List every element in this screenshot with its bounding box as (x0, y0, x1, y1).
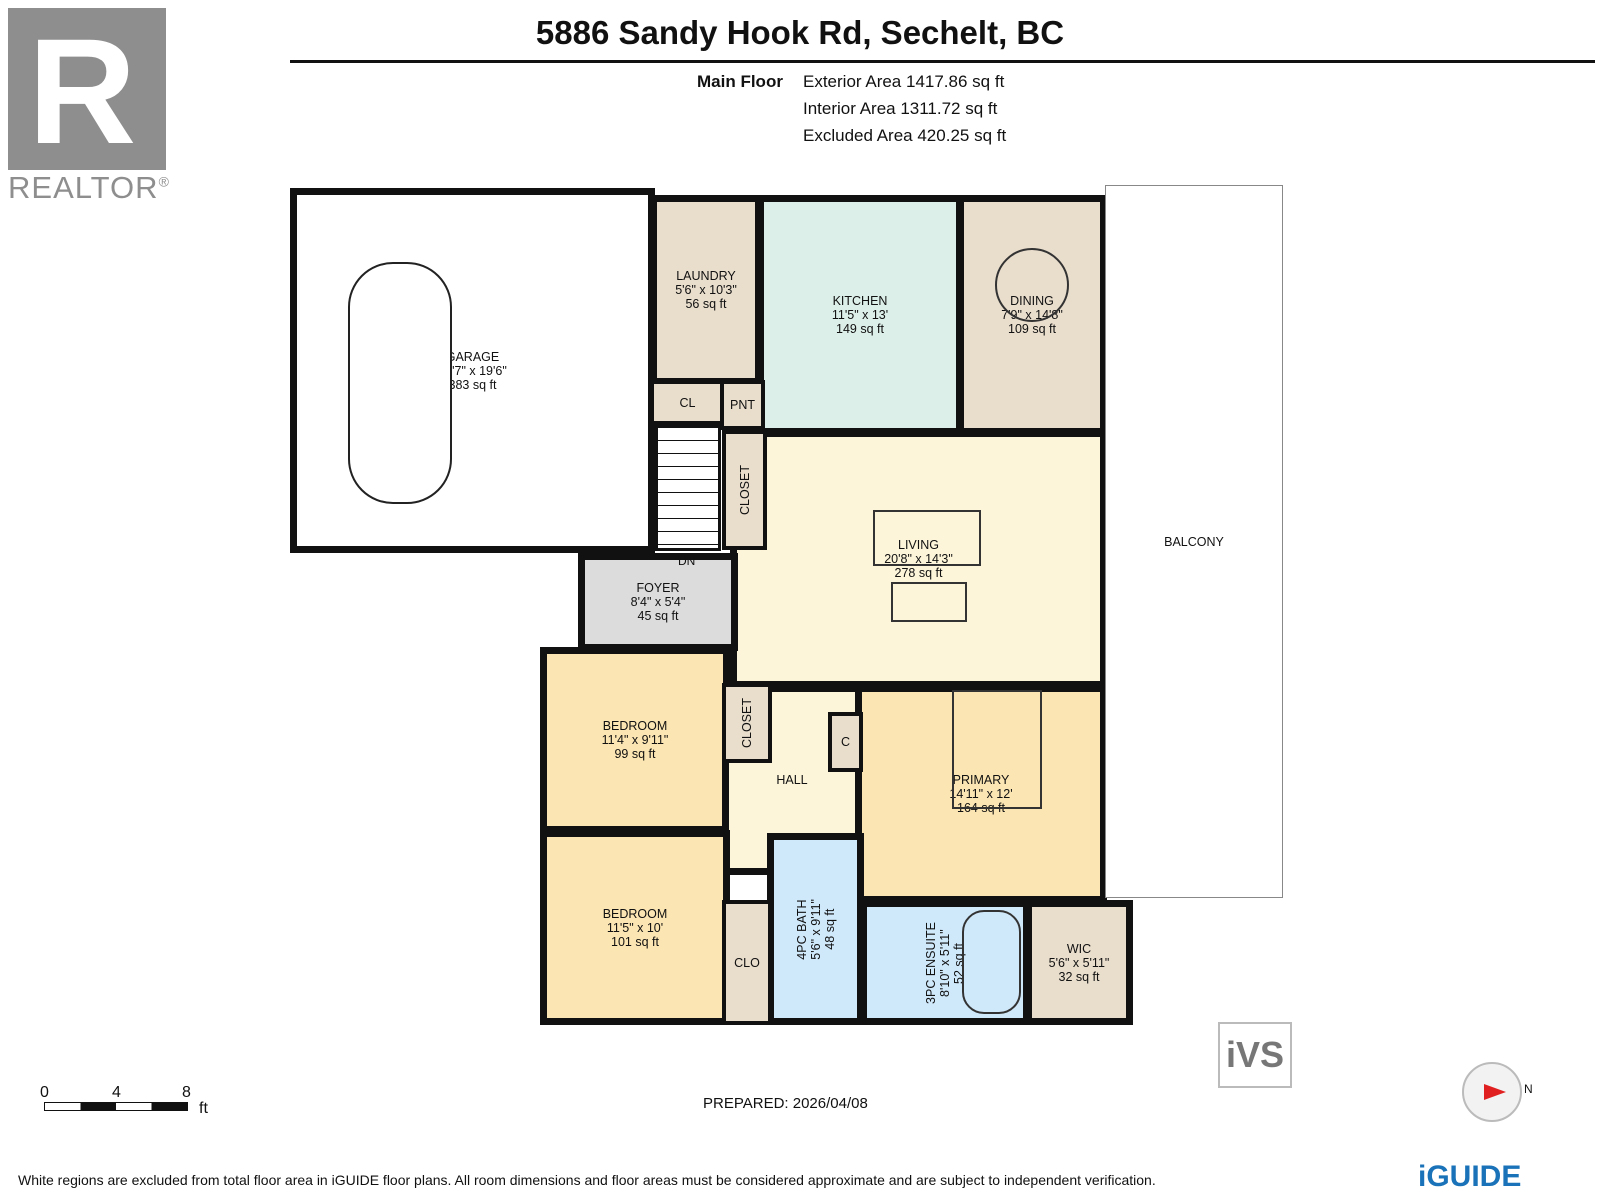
room-area: 56 sq ft (685, 297, 727, 311)
room-area: 278 sq ft (894, 566, 943, 580)
compass-north-label: N (1524, 1082, 1533, 1096)
scale-tick: 8 (182, 1084, 191, 1101)
room-area: 149 sq ft (836, 322, 884, 336)
room-name: FOYER (636, 581, 680, 595)
room-name: C (840, 735, 851, 749)
room-area: 99 sq ft (614, 747, 656, 761)
room-name: BEDROOM (602, 719, 668, 733)
room-dims: 5'6" x 5'11" (1048, 955, 1110, 970)
page-title: 5886 Sandy Hook Rd, Sechelt, BC (535, 14, 1065, 51)
room-closet: CLOSET (722, 683, 772, 763)
room-cl: CL (650, 380, 725, 425)
coffee-table-icon (891, 582, 967, 622)
dining-table-icon (995, 248, 1069, 322)
room-name: BEDROOM (602, 906, 668, 921)
bed-icon (952, 690, 1042, 809)
room-name: PRIMARY (952, 773, 1010, 787)
compass-icon (1462, 1062, 1522, 1122)
room-area: 109 sq ft (1008, 322, 1056, 336)
room-name: CLOSET (737, 464, 752, 515)
scale-bar: 0 4 8 ft (40, 1084, 214, 1136)
room-name: CLOSET (740, 697, 754, 748)
room-name: 3PC ENSUITE (924, 921, 938, 1004)
room-name: LAUNDRY (676, 269, 736, 283)
scale-unit: ft (199, 1100, 208, 1117)
room-dims: 11'5" x 13' (831, 308, 889, 322)
bathtub-icon (962, 910, 1021, 1014)
interior-area: Interior Area 1311.72 sq ft (803, 99, 998, 118)
room-dims: 20'8" x 14'3" (884, 552, 953, 566)
ivs-logo: iVS (1218, 1022, 1292, 1088)
iguide-logo: iGUIDE (1418, 1160, 1522, 1193)
room-c: C (828, 712, 863, 772)
room-name: CL (679, 395, 696, 410)
room-name: KITCHEN (832, 294, 888, 308)
room-area: 32 sq ft (1058, 969, 1100, 984)
room-name: LIVING (898, 538, 939, 552)
room-area: 45 sq ft (637, 609, 679, 623)
room-name: WIC (1066, 941, 1092, 956)
scale-tick: 0 (40, 1084, 49, 1101)
room-name: CLO (734, 955, 760, 970)
prepared-date: PREPARED: 2026/04/08 (703, 1095, 868, 1112)
room-dims: 19'7" x 19'6" (438, 363, 507, 378)
exterior-area: Exterior Area 1417.86 sq ft (803, 72, 1005, 91)
car-icon (348, 262, 452, 504)
room-balcony: BALCONY (1105, 185, 1283, 898)
room-name: PNT (730, 398, 755, 412)
room-dims: 11'4" x 9'11" (601, 733, 669, 747)
room-closet: CLOSET (722, 430, 767, 550)
room-area: 383 sq ft (448, 377, 497, 392)
room-area: 101 sq ft (611, 934, 659, 949)
floor-name: Main Floor (697, 72, 783, 91)
room-name: BALCONY (1164, 534, 1224, 549)
room-area: 48 sq ft (822, 908, 837, 950)
excluded-area: Excluded Area 420.25 sq ft (803, 126, 1007, 145)
room-name: HALL (776, 773, 808, 787)
room-dims: 5'6" x 9'11" (808, 898, 823, 960)
stairs-label: DN (678, 554, 696, 568)
realtor-logo: R REALTOR® (8, 7, 170, 205)
room-dims: 11'5" x 10' (606, 920, 664, 935)
room-name: GARAGE (445, 349, 500, 364)
room-name: 4PC BATH (794, 898, 809, 960)
sofa-icon (873, 510, 981, 566)
room-pnt: PNT (720, 380, 765, 430)
scale-tick: 4 (112, 1084, 121, 1101)
title-divider (290, 60, 1595, 63)
room-clo: CLO (722, 900, 772, 1025)
room-dims: 5'6" x 10'3" (675, 283, 737, 297)
room-dims: 14'11" x 12' (949, 787, 1013, 801)
disclaimer: White regions are excluded from total fl… (18, 1172, 1156, 1188)
room-dims: 8'4" x 5'4" (630, 595, 686, 609)
stairs (655, 425, 721, 551)
room-dims: 8'10" x 5'11" (938, 928, 952, 997)
